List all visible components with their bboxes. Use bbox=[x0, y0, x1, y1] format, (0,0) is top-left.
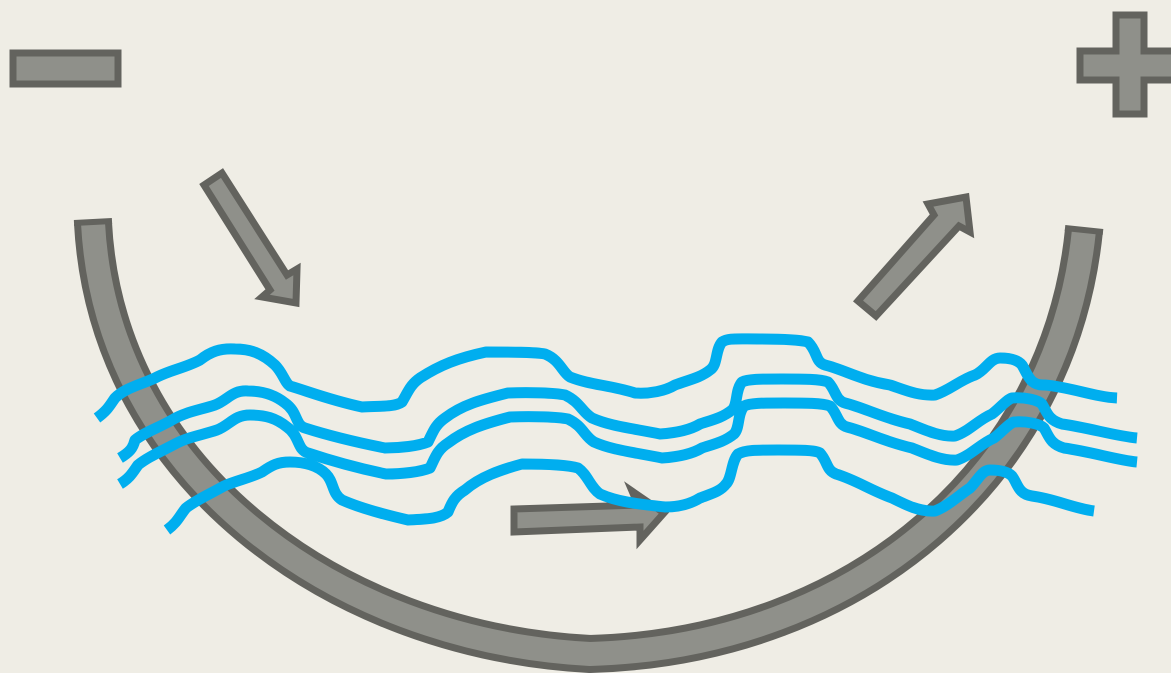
strand-4 bbox=[163, 444, 1095, 535]
strand-2 bbox=[117, 373, 1138, 463]
arrow-in-icon bbox=[199, 168, 301, 308]
container-basin bbox=[73, 218, 1104, 673]
arrow-out-icon bbox=[852, 192, 975, 321]
strand-1 bbox=[93, 333, 1118, 423]
arrow-bottom-icon bbox=[510, 481, 670, 550]
plus-icon bbox=[1076, 11, 1171, 118]
strand-3 bbox=[117, 397, 1138, 489]
strand-group bbox=[93, 333, 1138, 535]
minus-icon bbox=[9, 49, 122, 88]
